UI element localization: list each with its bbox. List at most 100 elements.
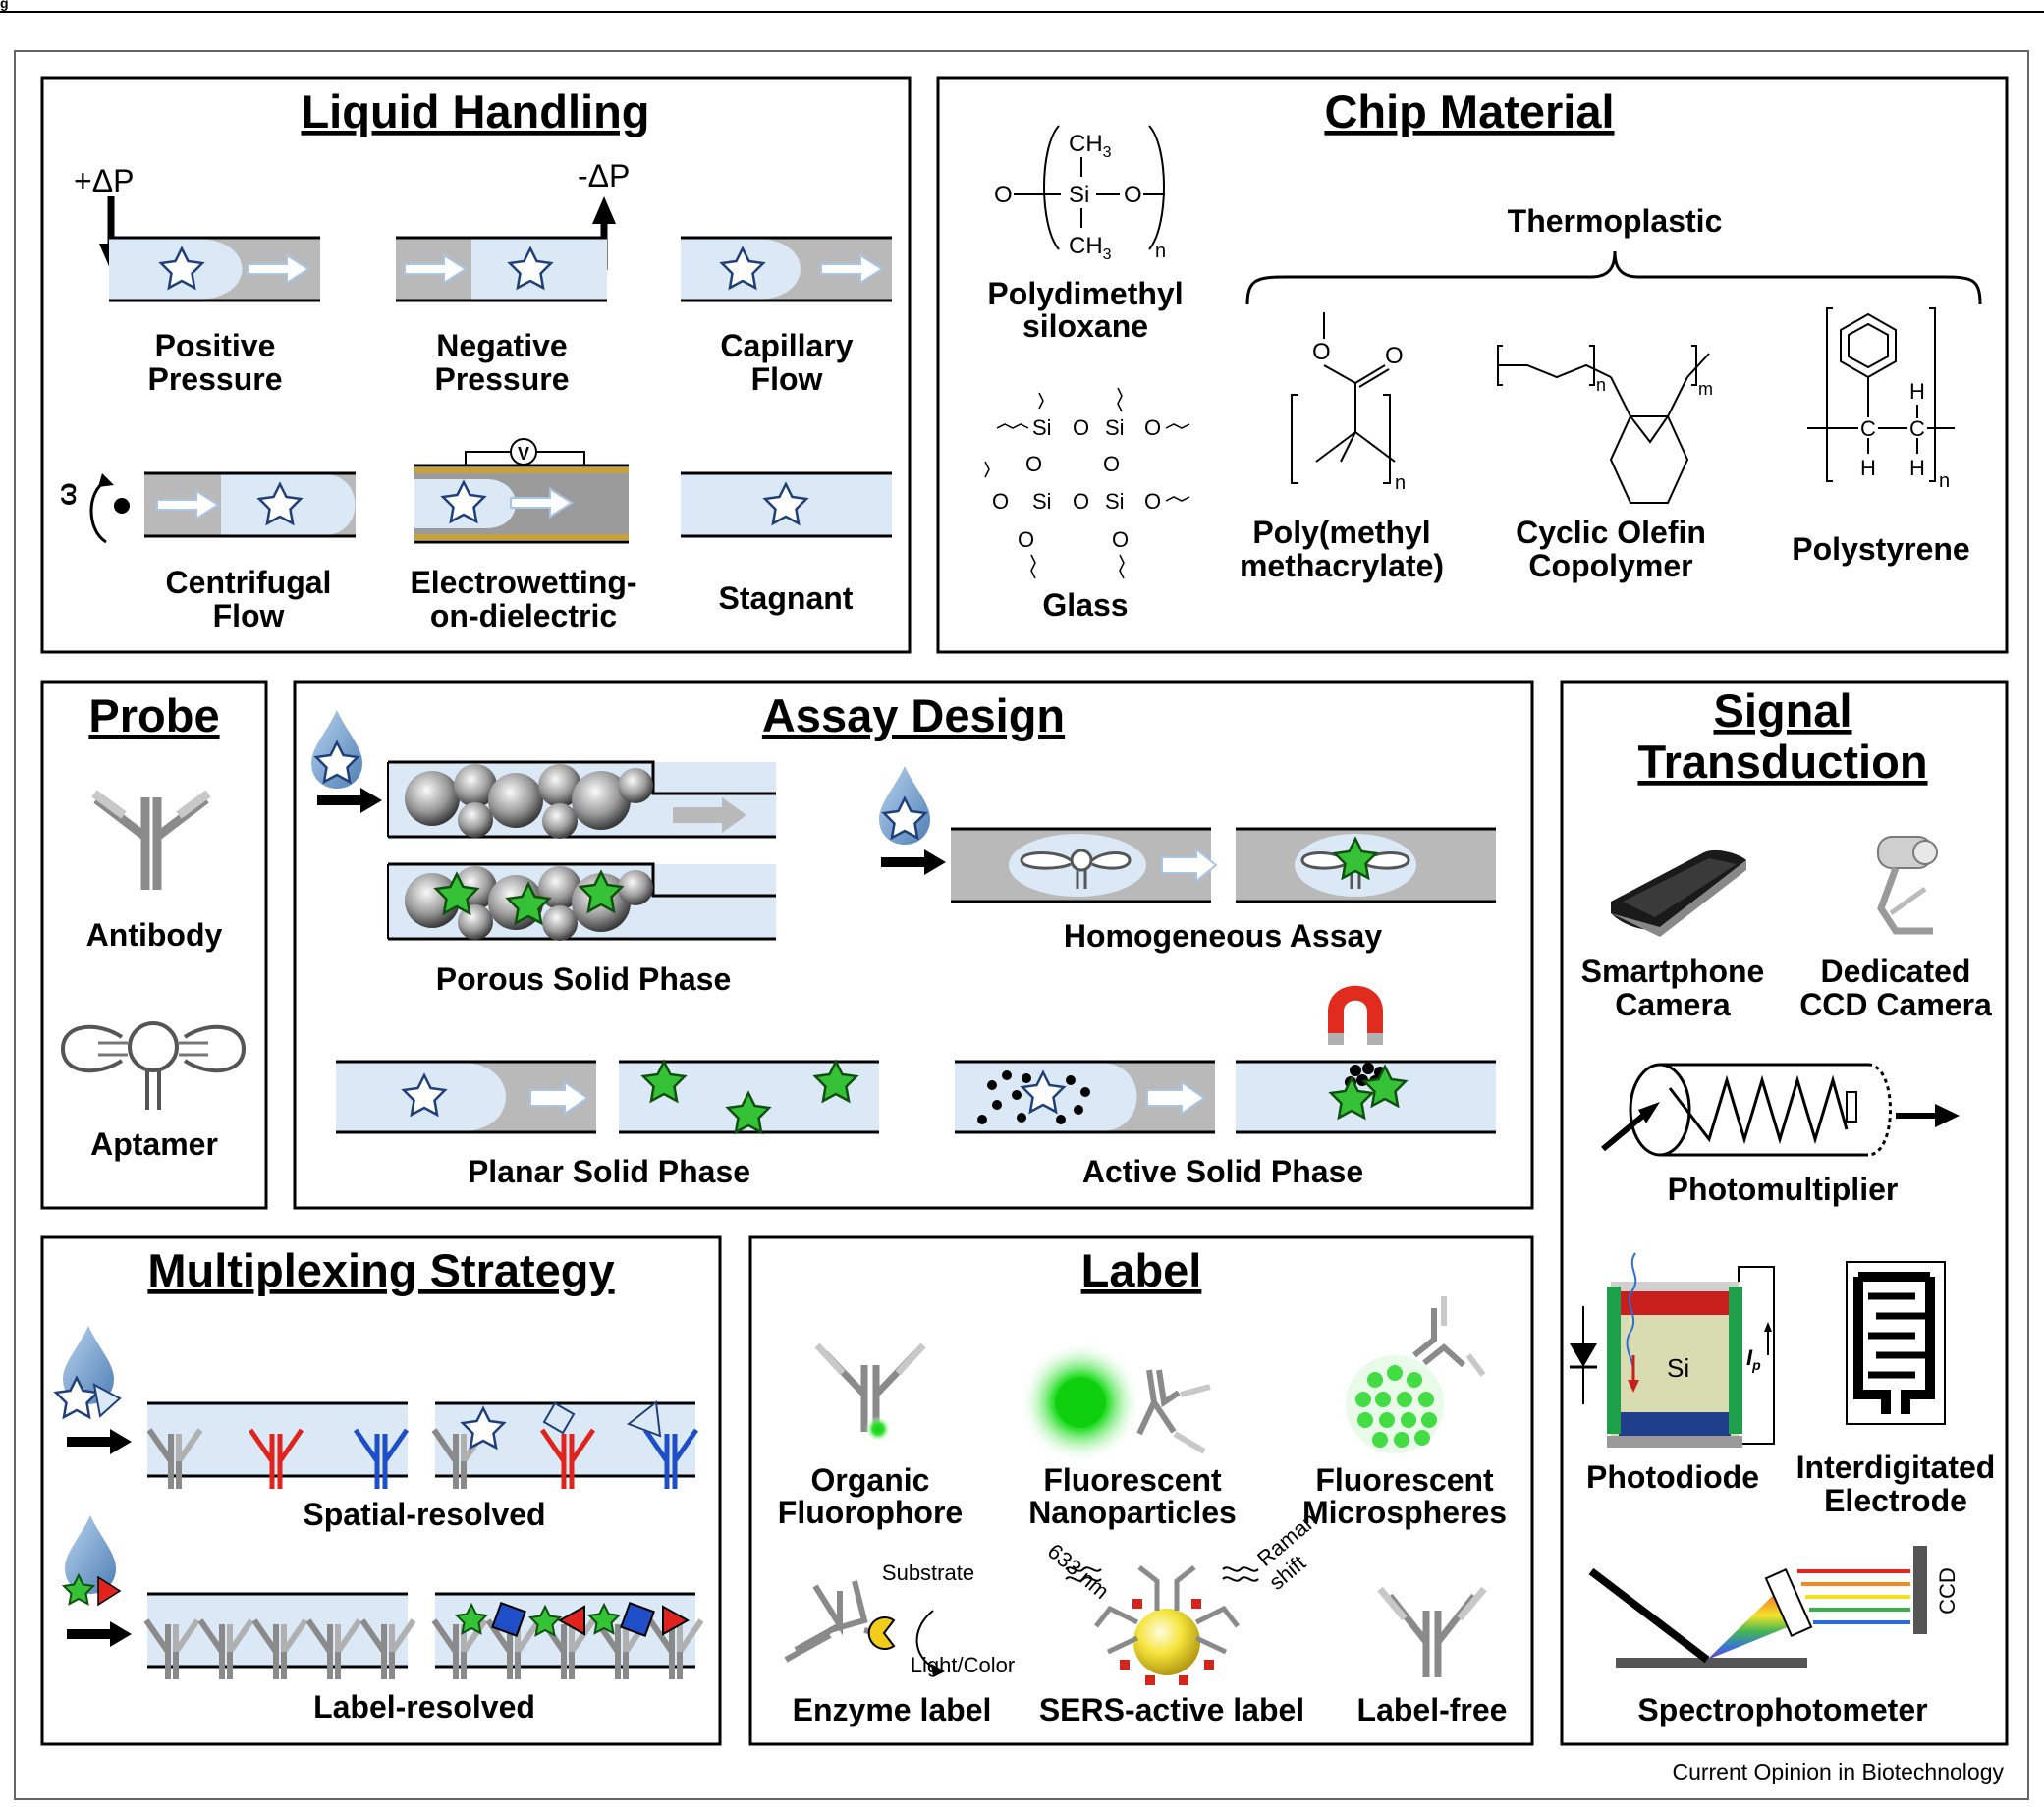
glass-o-3: O: [1025, 452, 1042, 476]
coc-n: n: [1596, 375, 1606, 395]
chip-material-title: Chip Material: [1324, 85, 1614, 137]
panel-probe: Probe Antibody Aptamer: [40, 680, 268, 1210]
label-negative-2: Pressure: [435, 361, 570, 397]
spatial-channel-2: [434, 1400, 696, 1489]
svg-text:Centrifugal: Centrifugal: [166, 565, 332, 600]
ccd-webcam-icon: [1877, 836, 1938, 935]
label-capillary: Capillary: [720, 328, 853, 363]
label-capillary-2: Flow: [751, 361, 823, 397]
label-glass: Glass: [1042, 587, 1128, 623]
signal-title-2: Transduction: [1637, 736, 1927, 788]
pdms-n: n: [1155, 241, 1166, 262]
label-ewod: Electrowetting-: [410, 565, 636, 600]
svg-text:V: V: [518, 444, 529, 464]
enzyme-label-icon: [784, 1580, 945, 1677]
label-porous: Porous Solid Phase: [436, 961, 732, 997]
svg-text:Ip: Ip: [1746, 1345, 1761, 1373]
planar-channel-1: [336, 1060, 596, 1134]
svg-text:Positive: Positive: [155, 328, 276, 363]
glass-o-6: O: [1073, 489, 1089, 514]
substrate-label: Substrate: [882, 1561, 974, 1585]
label-enzyme: Enzyme label: [793, 1692, 992, 1727]
ps-h1: H: [1909, 379, 1925, 404]
svg-text:CH3: CH3: [1069, 131, 1112, 161]
spatial-channel-1: [147, 1401, 408, 1489]
pdms-o-left: O: [994, 182, 1013, 208]
label-aptamer: Aptamer: [90, 1126, 218, 1162]
omega-label: ω: [51, 482, 82, 506]
label-pdms-2: siloxane: [1022, 308, 1148, 344]
svg-text:Poly(methyl: Poly(methyl: [1252, 515, 1430, 550]
ps-n: n: [1939, 470, 1950, 492]
label-thermoplastic: Thermoplastic: [1508, 203, 1723, 239]
panel-label: Label Organic Fluorophore Fluorescent Na…: [748, 1235, 1534, 1746]
label-stagnant: Stagnant: [719, 580, 854, 616]
label-pmma-2: methacrylate): [1240, 548, 1444, 583]
label-coc: Cyclic Olefin: [1516, 515, 1706, 550]
label-channel-1: [146, 1592, 414, 1679]
sers-label-icon: [1065, 1565, 1259, 1685]
label-spatial: Spatial-resolved: [303, 1497, 545, 1532]
svg-text:Cyclic Olefin: Cyclic Olefin: [1516, 515, 1706, 550]
minus-dp-label: -ΔP: [578, 158, 630, 193]
label-active: Active Solid Phase: [1082, 1154, 1363, 1189]
label-negative: Negative: [436, 328, 567, 363]
label-smartphone-2: Camera: [1615, 987, 1731, 1022]
label-positive-2: Pressure: [148, 361, 283, 397]
svg-text:Capillary: Capillary: [720, 328, 853, 363]
assay-design-title: Assay Design: [762, 689, 1065, 741]
ps-c2: C: [1909, 416, 1925, 441]
channel-centrifugal: [144, 471, 356, 538]
smartphone-icon: [1611, 849, 1746, 937]
glass-o-8: O: [1018, 527, 1034, 552]
svg-text:Electrowetting-: Electrowetting-: [410, 565, 636, 600]
label-centrifugal: Centrifugal: [166, 565, 332, 600]
svg-text:methacrylate): methacrylate): [1240, 548, 1444, 583]
label-ide-2: Electrode: [1824, 1483, 1967, 1518]
label-coc-2: Copolymer: [1528, 548, 1692, 583]
channel-capillary: [681, 236, 892, 302]
porous-channel-2: [387, 862, 776, 941]
glass-si-4: Si: [1105, 489, 1125, 514]
label-ccd-camera: Dedicated: [1821, 954, 1971, 989]
channel-ewod: V: [414, 438, 629, 544]
homogeneous-channel-2: [1236, 827, 1496, 904]
pdms-o-right: O: [1124, 182, 1142, 208]
label-title: Label: [1081, 1244, 1202, 1296]
label-smartphone: Smartphone: [1581, 954, 1765, 989]
channel-positive-pressure: [109, 236, 320, 302]
pdms-structure: O Si O CH3 CH3 n: [994, 125, 1166, 263]
svg-text:Stagnant: Stagnant: [719, 580, 854, 616]
label-free-icon: [1377, 1586, 1487, 1677]
multiplexing-title: Multiplexing Strategy: [147, 1244, 614, 1296]
fluorescent-nanoparticle-icon: [1020, 1342, 1211, 1463]
label-antibody: Antibody: [86, 917, 223, 953]
label-micro: Fluorescent: [1315, 1462, 1494, 1498]
ide-icon: [1846, 1261, 1946, 1425]
pdms-ch3-bottom: CH: [1069, 233, 1103, 259]
plus-dp-label: +ΔP: [74, 163, 134, 198]
glass-o-7: O: [1144, 489, 1161, 514]
label-homogeneous: Homogeneous Assay: [1064, 918, 1382, 954]
aptamer-icon: [60, 1021, 247, 1110]
svg-text:Polydimethyl: Polydimethyl: [987, 276, 1183, 311]
signal-title-1: Signal: [1713, 684, 1851, 737]
label-centrifugal-2: Flow: [213, 598, 285, 633]
glass-o-2: O: [1144, 415, 1161, 440]
active-channel-1: [955, 1060, 1215, 1134]
label-photodiode: Photodiode: [1586, 1459, 1759, 1495]
svg-text:Pressure: Pressure: [148, 361, 283, 397]
spectrophotometer-icon: [1588, 1546, 1927, 1668]
label-sers: SERS-active label: [1039, 1692, 1304, 1727]
glass-o-4: O: [1103, 452, 1120, 476]
label-positive: Positive: [155, 328, 276, 363]
glass-o-5: O: [992, 489, 1009, 514]
pdms-ch3-top: CH: [1069, 131, 1103, 157]
panel-signal-transduction: Signal Transduction Smartphone Camera De…: [1560, 680, 2009, 1746]
photodiode-ip-sub: p: [1751, 1357, 1761, 1373]
ps-c1: C: [1860, 416, 1876, 441]
liquid-handling-title: Liquid Handling: [301, 85, 649, 137]
glass-si-1: Si: [1032, 415, 1052, 440]
